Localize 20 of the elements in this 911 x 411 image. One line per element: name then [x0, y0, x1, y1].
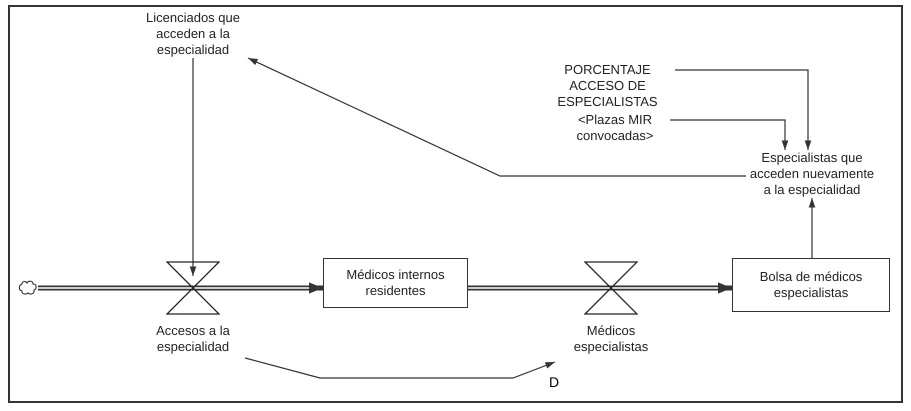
- edge-label: D: [548, 375, 560, 389]
- arrow: [248, 57, 746, 177]
- flow-pipe: [38, 286, 193, 290]
- variable-label: PORCENTAJE ACCESO DE ESPECIALISTAS: [540, 62, 675, 110]
- flow-label: Accesos a la especialidad: [155, 323, 231, 355]
- flow-label: Médicos especialistas: [572, 323, 650, 355]
- arrow: [670, 119, 788, 150]
- stock-box: Bolsa de médicos especialistas: [732, 258, 890, 312]
- arrow: [675, 69, 812, 150]
- flow-pipe: [468, 286, 611, 290]
- variable-label: <Plazas MIR convocadas>: [560, 112, 670, 144]
- stock-box: Médicos internos residentes: [323, 258, 468, 308]
- variable-label: Licenciados que acceden a la especialidad: [138, 10, 248, 58]
- arrow: [190, 58, 196, 276]
- flow-pipe: [193, 282, 323, 294]
- flow-pipe: [611, 282, 732, 294]
- cloud-icon: [18, 280, 38, 296]
- variable-label: Especialistas que acceden nuevamente a la especialidad: [746, 150, 878, 198]
- arrow: [808, 198, 816, 258]
- arrow: [244, 357, 556, 379]
